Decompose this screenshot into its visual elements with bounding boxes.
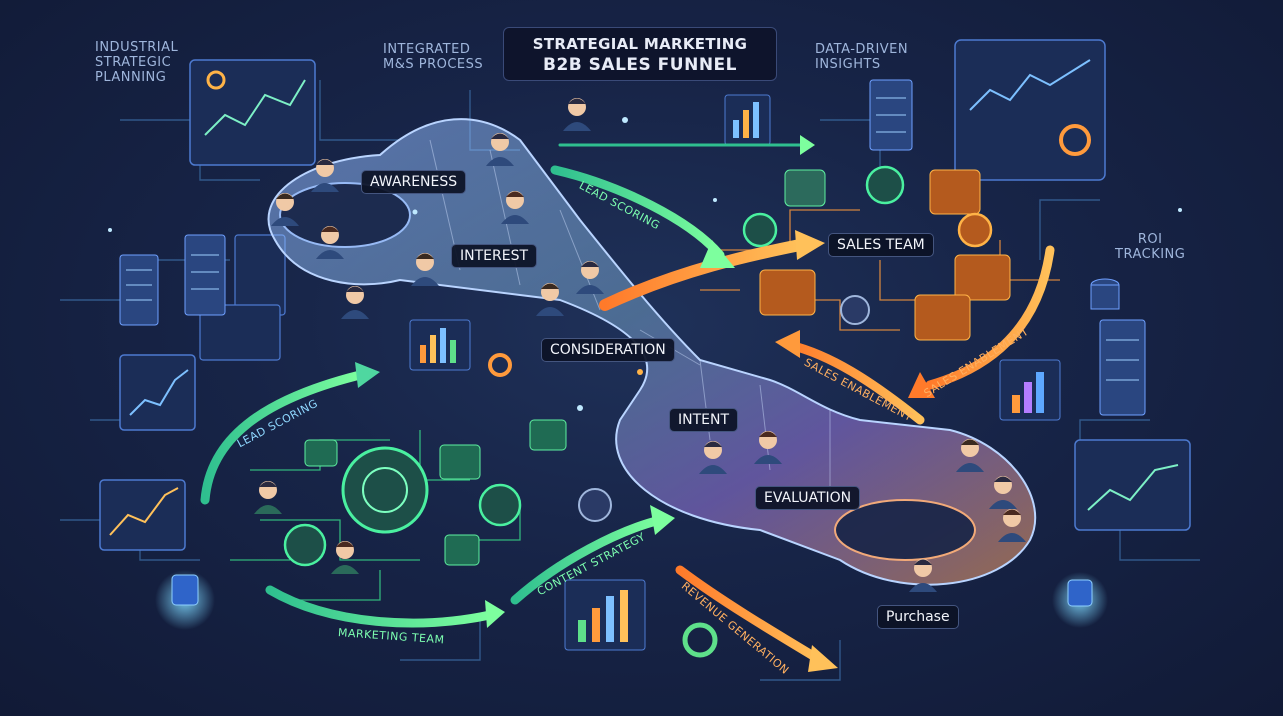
stage-awareness: AWARENESS (361, 170, 467, 194)
integrated-process-label: INTEGRATED M&S PROCESS (383, 42, 484, 72)
person-icon (254, 98, 1026, 592)
title-line-2: B2B SALES FUNNEL (543, 55, 737, 75)
stage-evaluation: EVALUATION (755, 486, 861, 510)
green-node-tiles (304, 419, 567, 566)
roi-tracking-label: ROI TRACKING (1115, 232, 1186, 262)
title-line-1: STRATEGIAL MARKETING (532, 35, 748, 53)
stage-interest: INTEREST (451, 244, 538, 268)
gear-icon (283, 295, 870, 567)
stage-purchase: Purchase (877, 605, 959, 629)
right-monitor-panels (954, 39, 1191, 531)
orange-node-tiles (742, 165, 1011, 341)
stage-consideration: CONSIDERATION (541, 338, 675, 362)
left-monitor-panels (99, 59, 316, 551)
data-driven-insights-label: DATA-DRIVEN INSIGHTS (815, 42, 909, 72)
stage-intent: INTENT (669, 408, 739, 432)
sparkle-dots (108, 117, 1182, 411)
sales-team-label: SALES TEAM (828, 233, 934, 257)
glow-base-left (155, 570, 215, 630)
server-icon (119, 234, 226, 326)
flow-arrows (200, 143, 1055, 665)
server-icon (869, 79, 1146, 416)
chart-icon (409, 94, 771, 658)
title-box: STRATEGIAL MARKETING B2B SALES FUNNEL (503, 27, 777, 81)
glow-base-right (1052, 572, 1108, 628)
industrial-planning-label: INDUSTRIAL STRATEGIC PLANNING (95, 40, 179, 85)
arrow-heads (355, 135, 935, 672)
